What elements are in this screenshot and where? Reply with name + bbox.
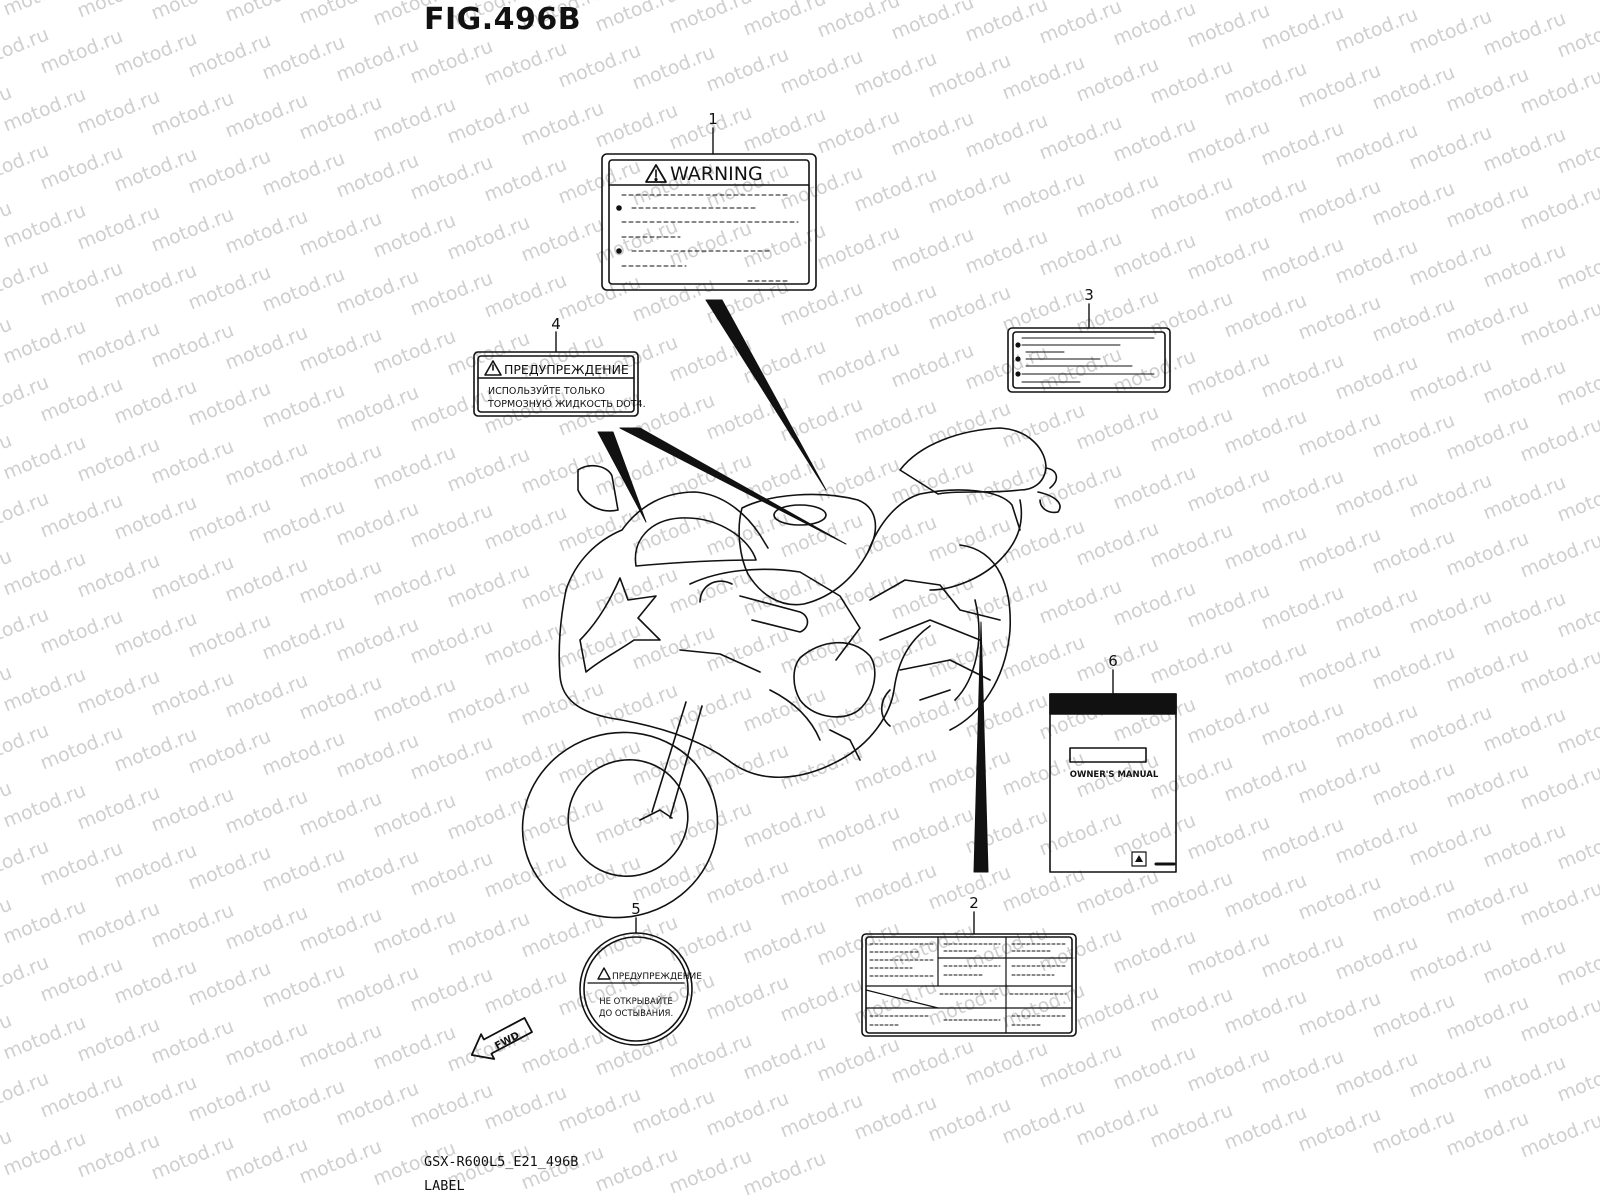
label-radiator-cap [579, 932, 693, 1046]
figure-title: FIG.496B [424, 2, 582, 37]
owners-manual-title: OWNER'S MANUAL [1070, 770, 1159, 780]
brake-label-title: ПРЕДУПРЕЖДЕНИЕ [504, 362, 629, 377]
fwd-label: FWD [493, 1030, 521, 1052]
warning-triangle-icon [597, 967, 611, 980]
callout-5: 5 [631, 900, 641, 918]
warning-triangle-icon [645, 164, 667, 183]
motorcycle-outline [521, 427, 1061, 919]
warning-title: WARNING [670, 163, 763, 185]
callout-ticks [555, 127, 1114, 935]
callout-4: 4 [551, 315, 561, 333]
warning-triangle-icon [484, 360, 502, 376]
radiator-label-line2: ДО ОСТЫВАНИЯ. [599, 1009, 673, 1019]
callout-numbers: 1 2 3 4 5 6 [551, 110, 1118, 918]
label-spec-table [861, 933, 1077, 1037]
owners-manual-book [1049, 693, 1177, 873]
radiator-label-line1: НЕ ОТКРЫВАЙТЕ [599, 995, 673, 1007]
radiator-label-title: ПРЕДУПРЕЖДЕНИЕ [612, 972, 702, 982]
leader-lines [597, 299, 989, 873]
suzuki-logo-icon [1131, 851, 1147, 867]
brake-label-line1: ИСПОЛЬЗУЙТЕ ТОЛЬКО [488, 385, 605, 397]
figure-caption: LABEL [424, 1178, 465, 1194]
callout-1: 1 [708, 110, 718, 128]
brake-label-line2: ТОРМОЗНУЮ ЖИДКОСТЬ DOT4. [487, 399, 646, 410]
fwd-arrow-icon [470, 1017, 533, 1060]
callout-3: 3 [1084, 286, 1094, 304]
label-warning [601, 153, 817, 291]
callout-2: 2 [969, 894, 979, 912]
label-3 [1007, 327, 1171, 393]
callout-6: 6 [1108, 652, 1118, 670]
part-code: GSX-R600L5_E21_496B [424, 1154, 579, 1170]
